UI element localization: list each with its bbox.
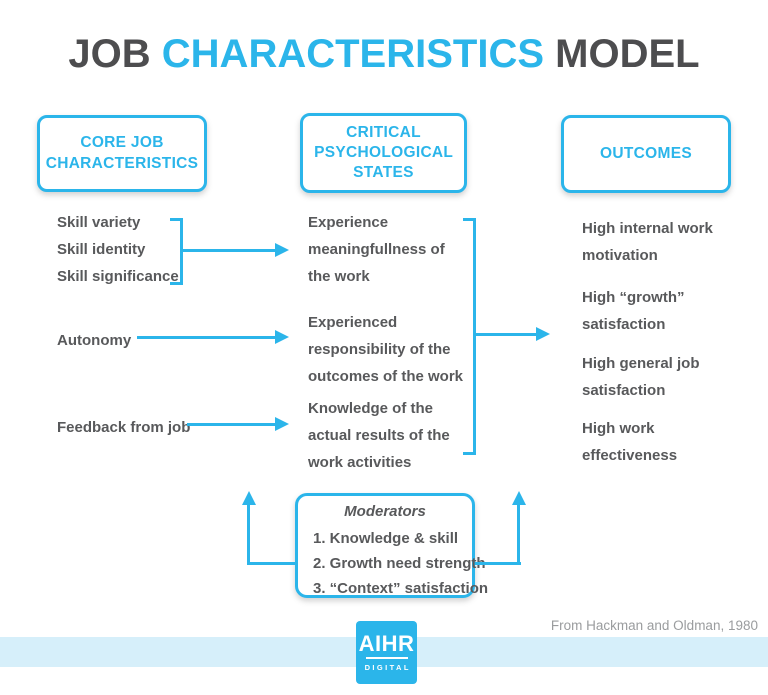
arrow-autonomy-to-states-head-icon xyxy=(275,330,289,344)
source-citation: From Hackman and Oldman, 1980 xyxy=(550,618,758,633)
arrow-states-to-outcomes-line xyxy=(476,333,536,336)
logo-divider xyxy=(365,657,408,659)
arrow-skills-to-states-line xyxy=(183,249,275,252)
title-part-characteristics: CHARACTERISTICS xyxy=(161,32,545,76)
feedback-from-job-label: Feedback from job xyxy=(57,419,191,436)
moderators-left-arrow-horizontal xyxy=(247,562,295,565)
moderators-title: Moderators xyxy=(344,503,426,520)
moderators-right-arrow-horizontal xyxy=(475,562,521,565)
header-label-outcomes: OUTCOMES xyxy=(600,144,692,162)
states-bracket-top-tick xyxy=(463,218,476,221)
moderators-right-arrow-vertical xyxy=(517,504,520,565)
skill-group-bracket-bottom-tick xyxy=(170,282,183,285)
logo-text-digital: DIGITAL xyxy=(364,663,411,672)
header-box-core-job-characteristics: CORE JOB CHARACTERISTICS xyxy=(37,115,207,192)
skill-group-bracket-top-tick xyxy=(170,218,183,221)
moderators-left-arrow-vertical xyxy=(247,504,250,565)
aihr-digital-logo: AIHR DIGITAL xyxy=(356,621,417,684)
outcome-growth-satisfaction: High “growth”satisfaction xyxy=(582,289,685,333)
arrow-states-to-outcomes-head-icon xyxy=(536,327,550,341)
title-part-model: MODEL xyxy=(555,32,700,76)
arrow-feedback-to-states-head-icon xyxy=(275,417,289,431)
header-box-critical-psychological-states: CRITICAL PSYCHOLOGICAL STATES xyxy=(300,113,467,193)
arrow-feedback-to-states-line xyxy=(187,423,275,426)
arrow-autonomy-to-states-line xyxy=(137,336,275,339)
moderators-left-arrow-head-icon xyxy=(242,491,256,505)
states-bracket-bottom-tick xyxy=(463,452,476,455)
page-title: JOB CHARACTERISTICS MODEL xyxy=(0,32,768,77)
title-part-job: JOB xyxy=(68,32,151,76)
moderators-right-arrow-head-icon xyxy=(512,491,526,505)
header-label-states: CRITICAL PSYCHOLOGICAL STATES xyxy=(314,123,454,182)
autonomy-label: Autonomy xyxy=(57,332,132,349)
arrow-skills-to-states-head-icon xyxy=(275,243,289,257)
header-box-outcomes: OUTCOMES xyxy=(561,115,731,193)
skill-group-bracket-vertical xyxy=(180,218,183,285)
header-label-core: CORE JOB CHARACTERISTICS xyxy=(45,134,199,172)
logo-text-aihr: AIHR xyxy=(358,631,415,656)
states-bracket-vertical xyxy=(473,218,476,455)
